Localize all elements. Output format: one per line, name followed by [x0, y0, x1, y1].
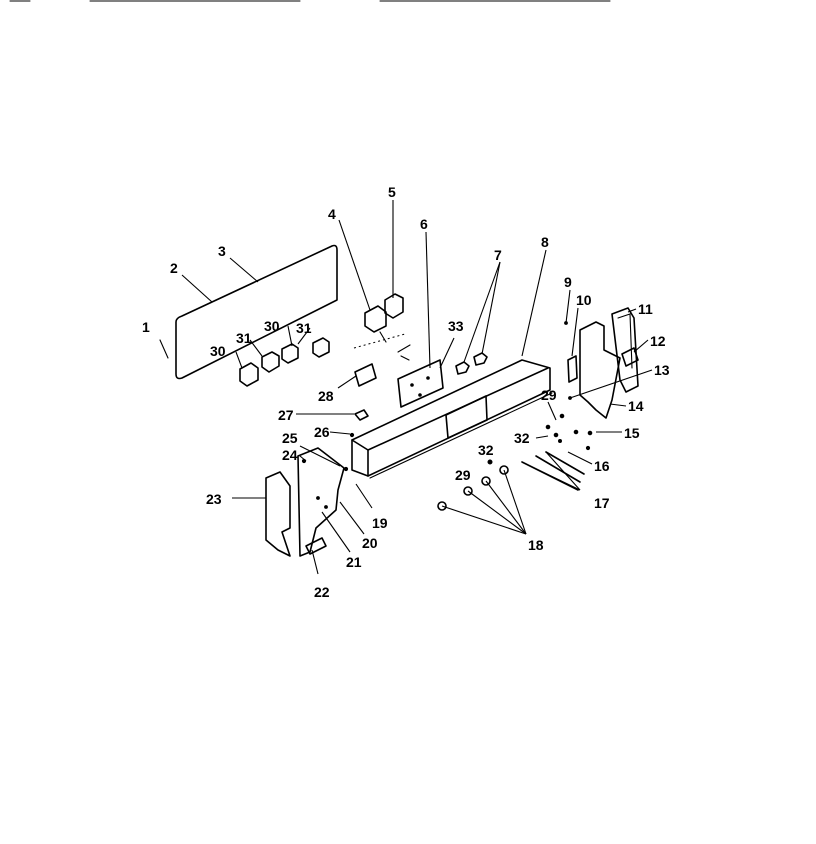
callout-2: 2 [170, 260, 178, 276]
callout-30a: 30 [210, 343, 226, 359]
callout-31a: 31 [236, 330, 252, 346]
callout-24: 24 [282, 447, 298, 463]
callout-labels: 1 2 3 4 5 6 7 8 9 10 11 12 13 14 15 16 1… [142, 184, 670, 600]
right-end-cap [579, 307, 639, 419]
callout-11: 11 [638, 301, 653, 317]
callout-22: 22 [314, 584, 330, 600]
callout-1: 1 [142, 319, 150, 335]
callout-32b: 32 [478, 442, 494, 458]
callout-8: 8 [541, 234, 549, 250]
callout-29a: 29 [541, 387, 557, 403]
callout-26: 26 [314, 424, 330, 440]
leader-lines [181, 200, 653, 575]
callout-7: 7 [494, 247, 502, 263]
screw-26 [349, 432, 355, 438]
callout-29b: 29 [455, 467, 471, 483]
glass-panel [159, 244, 338, 380]
callout-21: 21 [346, 554, 362, 570]
callout-4: 4 [328, 206, 336, 222]
callout-19: 19 [372, 515, 388, 531]
callout-17: 17 [594, 495, 610, 511]
callout-30b: 30 [264, 318, 280, 334]
callout-10: 10 [576, 292, 592, 308]
small-clip-27 [354, 409, 369, 421]
callout-15: 15 [624, 425, 640, 441]
small-hardware [545, 396, 593, 451]
callout-6: 6 [420, 216, 428, 232]
callout-14: 14 [628, 398, 644, 414]
callout-27: 27 [278, 407, 294, 423]
callout-3: 3 [218, 243, 226, 259]
left-end-cap [265, 447, 349, 557]
small-bracket [354, 344, 411, 387]
callout-25: 25 [282, 430, 298, 446]
callout-16: 16 [594, 458, 610, 474]
clips [455, 352, 488, 375]
callout-32a: 32 [514, 430, 530, 446]
top-brackets [353, 293, 406, 349]
callout-18: 18 [528, 537, 544, 553]
callout-23: 23 [206, 491, 222, 507]
knob-shafts [437, 459, 509, 511]
backguard-channel [351, 359, 553, 479]
callout-33: 33 [448, 318, 464, 334]
callout-20: 20 [362, 535, 378, 551]
callout-9: 9 [564, 274, 572, 290]
callout-12: 12 [650, 333, 666, 349]
callout-5: 5 [388, 184, 396, 200]
mounting-plate [397, 359, 444, 408]
callout-13: 13 [654, 362, 670, 378]
callout-28: 28 [318, 388, 334, 404]
callout-31b: 31 [296, 320, 312, 336]
